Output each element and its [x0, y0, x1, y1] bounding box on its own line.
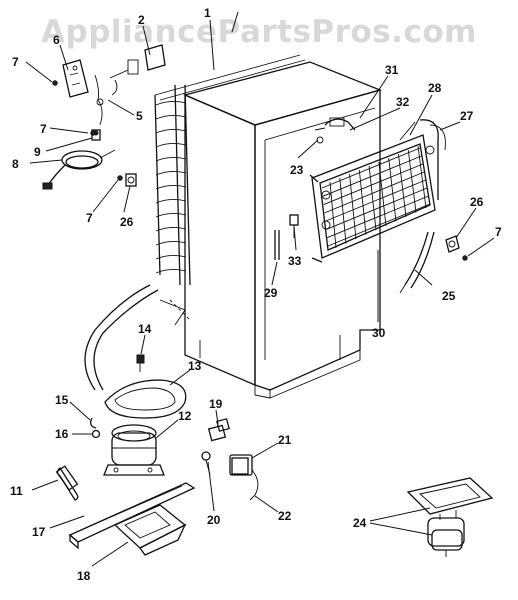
callout-21: 21 — [278, 433, 292, 447]
evaporator-fin — [322, 155, 422, 197]
thermostat-bracket — [62, 59, 89, 98]
callout-32: 32 — [396, 95, 410, 109]
grommet-16 — [91, 429, 101, 439]
callout-13: 13 — [188, 359, 202, 373]
screw-7 — [52, 80, 468, 261]
callout-7-a: 7 — [12, 55, 19, 69]
back-condenser-coil — [154, 54, 306, 286]
callout-1: 1 — [204, 6, 211, 20]
evaporator-fin — [321, 147, 421, 189]
power-cord — [42, 149, 116, 190]
callout-7-c: 7 — [86, 211, 93, 225]
evaporator-coil — [309, 119, 446, 263]
coil-rung — [155, 212, 187, 218]
callout-11: 11 — [10, 484, 23, 498]
relay-bracket — [109, 44, 166, 79]
callout-26-right: 26 — [470, 195, 484, 209]
tube-clip-26-right — [445, 235, 460, 253]
evaporator-tube — [368, 165, 377, 231]
coil-rung — [155, 226, 187, 232]
callout-23: 23 — [290, 163, 304, 177]
coil-rung — [155, 240, 187, 246]
coil-rung — [155, 156, 187, 162]
callout-2: 2 — [138, 13, 145, 27]
drain-tube — [399, 231, 435, 294]
coil-rung — [155, 198, 187, 204]
coil-rung — [155, 184, 187, 190]
callout-labels: 1 2 5 6 7 7 7 7 8 9 11 12 13 14 15 16 17… — [10, 6, 502, 583]
evaporator-tube — [378, 161, 387, 226]
callout-7-d: 7 — [495, 225, 502, 239]
evaporator-fin — [324, 171, 425, 214]
callout-5: 5 — [136, 109, 143, 123]
callout-25: 25 — [442, 289, 456, 303]
evaporator-tube — [397, 153, 407, 217]
coil-rung — [155, 254, 187, 260]
watermark: AppliancePartsPros.com — [41, 14, 477, 50]
evaporator-tube — [417, 145, 427, 209]
pan-screw — [136, 354, 145, 372]
evaporator-fin — [323, 163, 424, 205]
callout-12: 12 — [178, 409, 192, 423]
capacitor — [229, 454, 259, 501]
callout-16: 16 — [55, 427, 69, 441]
evaporator-tube — [329, 181, 337, 249]
coil-rung — [155, 100, 187, 106]
evaporator-tube — [358, 169, 367, 235]
compressor — [103, 424, 165, 476]
refrigerator-cabinet — [183, 61, 383, 399]
callout-6: 6 — [53, 33, 60, 47]
callout-15: 15 — [55, 393, 69, 407]
callout-7-b: 7 — [40, 122, 47, 136]
callout-9: 9 — [34, 145, 41, 159]
callout-29: 29 — [264, 286, 278, 300]
callout-17: 17 — [32, 525, 46, 539]
compressor-base — [68, 482, 196, 550]
callout-22: 22 — [278, 509, 292, 523]
evaporator-tube — [349, 173, 357, 240]
evaporator-tube — [339, 177, 347, 244]
coil-rung — [155, 142, 187, 148]
callout-8: 8 — [12, 157, 19, 171]
callout-27: 27 — [460, 109, 474, 123]
coil-rung — [155, 268, 187, 274]
wire-harness — [94, 74, 118, 126]
callout-31: 31 — [385, 63, 399, 77]
drain-pan — [104, 379, 187, 419]
drain-heater-29 — [274, 230, 280, 260]
coil-rung — [155, 128, 187, 134]
callout-19: 19 — [209, 397, 223, 411]
mounting-bracket — [113, 504, 187, 556]
screw-26-left — [125, 173, 137, 187]
evaporator-fin — [326, 187, 428, 230]
clip-15 — [90, 417, 97, 429]
callout-20: 20 — [207, 513, 221, 527]
evaporator-fin — [325, 179, 426, 222]
evaporator-tube — [407, 149, 417, 213]
overload-relay — [207, 418, 230, 442]
defrost-thermostat — [314, 117, 356, 144]
coil-rung — [155, 170, 187, 176]
callout-33: 33 — [288, 254, 302, 268]
callout-14: 14 — [138, 322, 152, 336]
callout-26-left: 26 — [120, 215, 134, 229]
evaporator-fin — [326, 195, 429, 239]
evaporator-tube — [388, 157, 397, 222]
callout-30: 30 — [372, 326, 386, 340]
evaporator-fin — [327, 203, 431, 247]
filter-drier — [55, 465, 79, 501]
callout-18: 18 — [77, 569, 91, 583]
coil-rung — [155, 114, 187, 120]
condenser-fan-motor — [406, 477, 494, 557]
leader-lines — [25, 11, 495, 567]
callout-24: 24 — [353, 516, 367, 530]
callout-28: 28 — [428, 81, 442, 95]
